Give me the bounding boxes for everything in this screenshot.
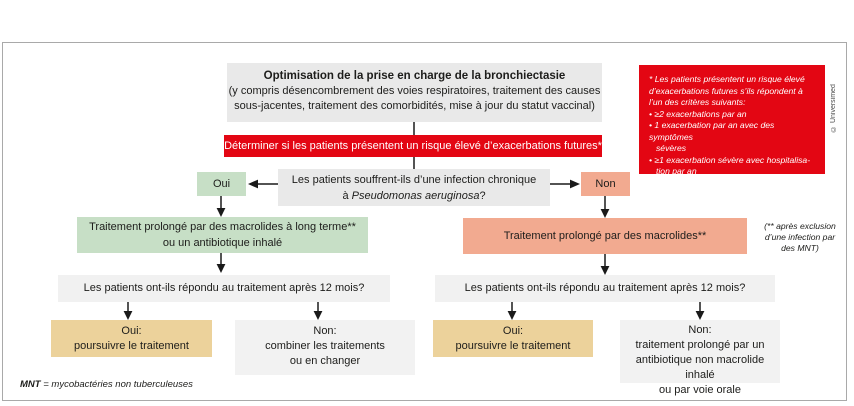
oui-tag: Oui xyxy=(197,172,246,196)
risk-note-line: l’un des critères suivants: xyxy=(649,97,746,107)
response-question-left: Les patients ont-ils répondu au traiteme… xyxy=(58,275,390,302)
outcome-line: Non: xyxy=(313,325,337,337)
pseudomonas-question-line2: à Pseudomonas aeruginosa? xyxy=(342,190,486,202)
risk-note-line: * Les patients présentent un risque élev… xyxy=(649,74,805,84)
outcome-line: traitement prolongé par un xyxy=(635,339,765,351)
mnt-footnote: MNT = mycobactéries non tuberculeuses xyxy=(20,379,193,390)
risk-note-bullet-cont: sévères xyxy=(656,143,687,153)
macrolide-treatment-box: Traitement prolongé par des macrolides** xyxy=(463,218,747,254)
optimisation-box: Optimisation de la prise en charge de la… xyxy=(227,63,602,122)
mnt-footnote-abbr: MNT xyxy=(20,379,41,390)
pseudomonas-question-line1: Les patients souffrent-ils d’une infecti… xyxy=(291,174,537,186)
outcome-line: Non: xyxy=(688,324,712,336)
outcome-line: poursuivre le traitement xyxy=(455,340,571,352)
mnt-footnote-text: = mycobactéries non tuberculeuses xyxy=(40,379,193,390)
optimisation-line3: sous-jacentes, traitement des comorbidit… xyxy=(234,100,595,112)
outcome-line: Oui: xyxy=(502,325,524,337)
outcome-line: combiner les traitements xyxy=(265,340,385,352)
outcome-line: poursuivre le traitement xyxy=(74,340,189,352)
optimisation-line2: (y compris désencombrement des voies res… xyxy=(228,85,601,97)
outcome-line: ou en changer xyxy=(289,355,361,367)
mnt-note-line: (** après exclusion xyxy=(764,221,836,231)
outcome-no-left: Non: combiner les traitements ou en chan… xyxy=(235,320,415,375)
outcome-line: ou par voie orale xyxy=(659,384,741,396)
response-question-right: Les patients ont-ils répondu au traiteme… xyxy=(435,275,775,302)
risk-note-bullet: • ≥1 exacerbation sévère avec hospitalis… xyxy=(649,154,811,165)
outcome-yes-right: Oui: poursuivre le traitement xyxy=(433,320,593,357)
pseudomonas-species: Pseudomonas aeruginosa xyxy=(351,190,480,202)
macrolide-inhaled-treatment-box: Traitement prolongé par des macrolides à… xyxy=(77,217,368,253)
optimisation-title: Optimisation de la prise en charge de la… xyxy=(263,70,566,82)
risk-note-bullet: • ≥2 exacerbations par an xyxy=(649,108,747,119)
outcome-no-right: Non: traitement prolongé par un antibiot… xyxy=(620,320,780,396)
risk-note-bullet-cont: tion par an xyxy=(656,166,697,176)
macrolide-treatment-line1: Traitement prolongé par des macrolides à… xyxy=(89,221,356,233)
outcome-yes-left: Oui: poursuivre le traitement xyxy=(51,320,212,357)
mnt-note-line: d’une infection par xyxy=(764,232,836,242)
mnt-exclusion-note: (** après exclusion d’une infection par … xyxy=(748,221,852,254)
non-tag: Non xyxy=(581,172,630,196)
risk-banner: Déterminer si les patients présentent un… xyxy=(224,135,602,157)
outcome-line: antibiotique non macrolide inhalé xyxy=(635,354,765,381)
mnt-note-line: des MNT) xyxy=(781,243,819,253)
pseudomonas-question-box: Les patients souffrent-ils d’une infecti… xyxy=(278,169,550,206)
risk-note-line: d’exacerbations futures s’ils répondent … xyxy=(649,85,803,96)
copyright-label: © Universimed xyxy=(830,84,837,132)
risk-criteria-note: * Les patients présentent un risque élev… xyxy=(639,65,825,176)
outcome-line: Oui: xyxy=(121,325,142,337)
macrolide-treatment-line2: ou un antibiotique inhalé xyxy=(162,237,283,249)
risk-note-bullet: • 1 exacerbation par an avec des symptôm… xyxy=(649,120,775,142)
